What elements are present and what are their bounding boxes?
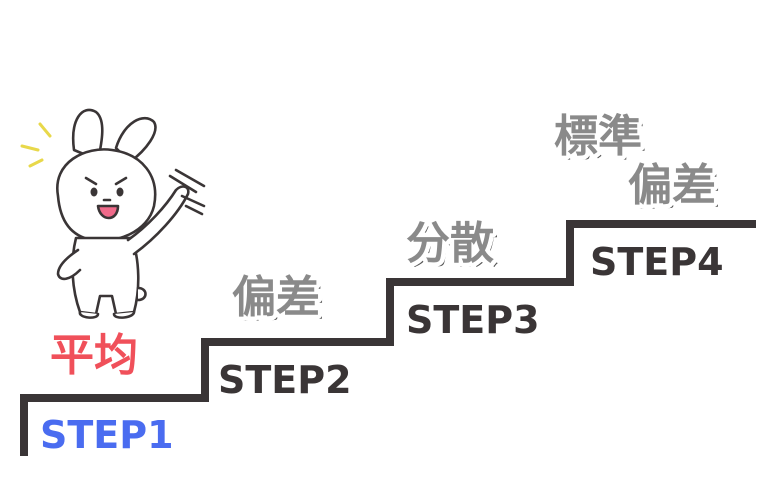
step-label-4: STEP4 xyxy=(590,240,724,284)
staircase-line xyxy=(20,220,756,456)
step-label-3: STEP3 xyxy=(406,298,540,342)
concept-bunsan: 分散 分散 xyxy=(402,214,499,274)
concept-bunsan-text: 分散 xyxy=(406,218,494,269)
concept-hensa2-text: 偏差 xyxy=(628,160,716,211)
rabbit-mascot-icon xyxy=(56,108,206,319)
concept-heikin: 平均 xyxy=(46,326,143,386)
concept-hyoujun-shadow: 標準 xyxy=(558,115,646,166)
concept-hyoujun-hensa: 標準 標準 偏差 偏差 xyxy=(550,107,721,216)
concept-hensa-shadow: 偏差 xyxy=(236,276,324,327)
concept-heikin-text: 平均 xyxy=(50,330,138,381)
concept-hensa: 偏差 偏差 xyxy=(228,268,325,328)
step-label-1: STEP1 xyxy=(40,413,174,457)
concept-bunsan-shadow: 分散 xyxy=(410,222,498,273)
step-label-2: STEP2 xyxy=(218,358,352,402)
concept-hyoujun-text: 標準 xyxy=(554,111,642,162)
sparkle-lines-icon xyxy=(20,122,52,168)
concept-hensa-text: 偏差 xyxy=(232,272,320,323)
concept-hensa2-shadow: 偏差 xyxy=(632,164,720,215)
